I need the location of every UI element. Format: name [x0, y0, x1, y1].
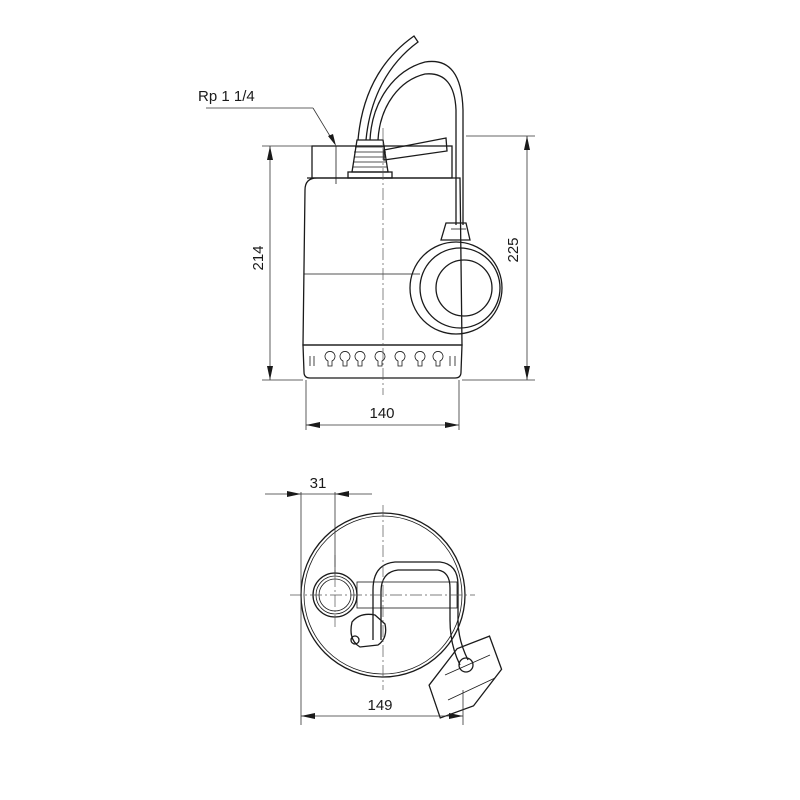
- dimension-149: 149: [367, 697, 392, 714]
- cable-clip: [350, 613, 387, 648]
- float-body: [428, 635, 503, 719]
- thread-label: Rp 1 1/4: [198, 88, 255, 105]
- strainer-slots: [309, 351, 456, 367]
- float-nut: [458, 657, 474, 673]
- dimension-140: 140: [369, 405, 394, 422]
- dimension-31: 31: [310, 475, 327, 492]
- side-view: Rp 1 1/4 214 225 140: [198, 35, 535, 430]
- inlet-strainer: [302, 344, 463, 379]
- float-cable-inner: [377, 73, 457, 225]
- cable-loop-inner: [380, 569, 461, 666]
- dimension-225: 225: [505, 237, 522, 262]
- power-cable: [357, 35, 419, 141]
- float-switch: [409, 222, 503, 335]
- dimension-214: 214: [250, 245, 267, 270]
- cable-loop-outer: [372, 561, 469, 661]
- handle-lever: [383, 137, 448, 161]
- screw-icon: [350, 635, 360, 645]
- float-cable-outer: [369, 60, 464, 225]
- top-view: 31 149: [265, 475, 503, 725]
- pump-body: [302, 177, 463, 346]
